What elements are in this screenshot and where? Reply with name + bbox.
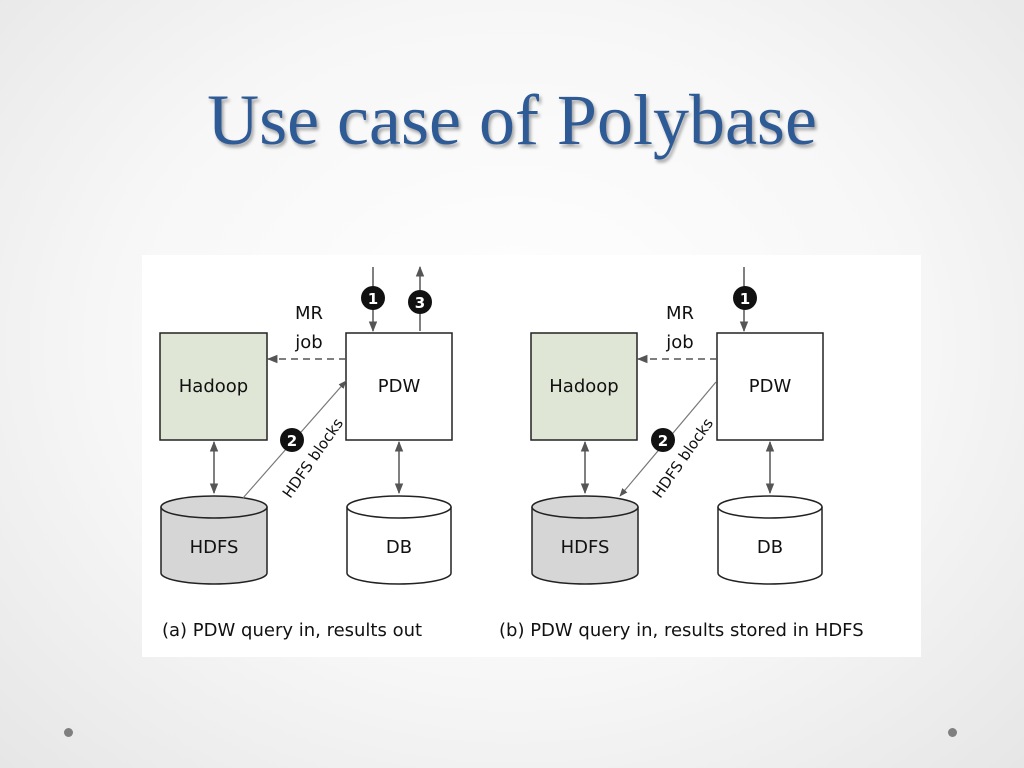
step-1-badge-a: 1 bbox=[361, 286, 385, 310]
hdfs-blocks-label-a: HDFS blocks bbox=[279, 415, 347, 502]
hdfs-label-b: HDFS bbox=[561, 537, 610, 558]
hadoop-box-b bbox=[530, 332, 638, 441]
db-cylinder-b bbox=[717, 495, 823, 585]
diagram-a: Hadoop PDW HDFS DB MR job bbox=[159, 265, 453, 641]
step-2-badge-b: 2 bbox=[651, 428, 675, 452]
svg-text:1: 1 bbox=[368, 290, 378, 308]
job-label-b: job bbox=[665, 332, 693, 353]
mr-label-a: MR bbox=[295, 303, 323, 324]
hdfs-cylinder-b bbox=[531, 495, 639, 585]
job-label-a: job bbox=[294, 332, 322, 353]
db-cylinder-a bbox=[346, 495, 452, 585]
hdfs-label-a: HDFS bbox=[190, 537, 239, 558]
svg-text:2: 2 bbox=[287, 432, 297, 450]
svg-text:3: 3 bbox=[415, 294, 425, 312]
hadoop-label-b: Hadoop bbox=[549, 376, 618, 397]
caption-b: (b) PDW query in, results stored in HDFS bbox=[499, 620, 864, 641]
pdw-box-b bbox=[716, 332, 824, 441]
pdw-box-a bbox=[345, 332, 453, 441]
left-corner-dot bbox=[64, 728, 73, 737]
db-label-b: DB bbox=[757, 537, 783, 558]
db-label-a: DB bbox=[386, 537, 412, 558]
hdfs-blocks-label-b: HDFS blocks bbox=[649, 415, 717, 502]
hadoop-label-a: Hadoop bbox=[179, 376, 248, 397]
polybase-diagram: Hadoop PDW HDFS DB MR job bbox=[159, 265, 864, 641]
hdfs-cylinder-a bbox=[160, 495, 268, 585]
mr-label-b: MR bbox=[666, 303, 694, 324]
polybase-figure: Hadoop PDW HDFS DB MR job bbox=[142, 255, 921, 657]
caption-a: (a) PDW query in, results out bbox=[162, 620, 422, 641]
right-corner-dot bbox=[948, 728, 957, 737]
pdw-label-a: PDW bbox=[378, 376, 421, 397]
diagram-b: Hadoop PDW HDFS DB MR job bbox=[499, 267, 864, 641]
step-2-badge-a: 2 bbox=[280, 428, 304, 452]
step-3-badge-a: 3 bbox=[408, 290, 432, 314]
hadoop-box-a bbox=[159, 332, 268, 441]
slide-title: Use case of Polybase bbox=[207, 80, 817, 160]
pdw-label-b: PDW bbox=[749, 376, 792, 397]
svg-text:1: 1 bbox=[740, 290, 750, 308]
svg-text:2: 2 bbox=[658, 432, 668, 450]
step-1-badge-b: 1 bbox=[733, 286, 757, 310]
